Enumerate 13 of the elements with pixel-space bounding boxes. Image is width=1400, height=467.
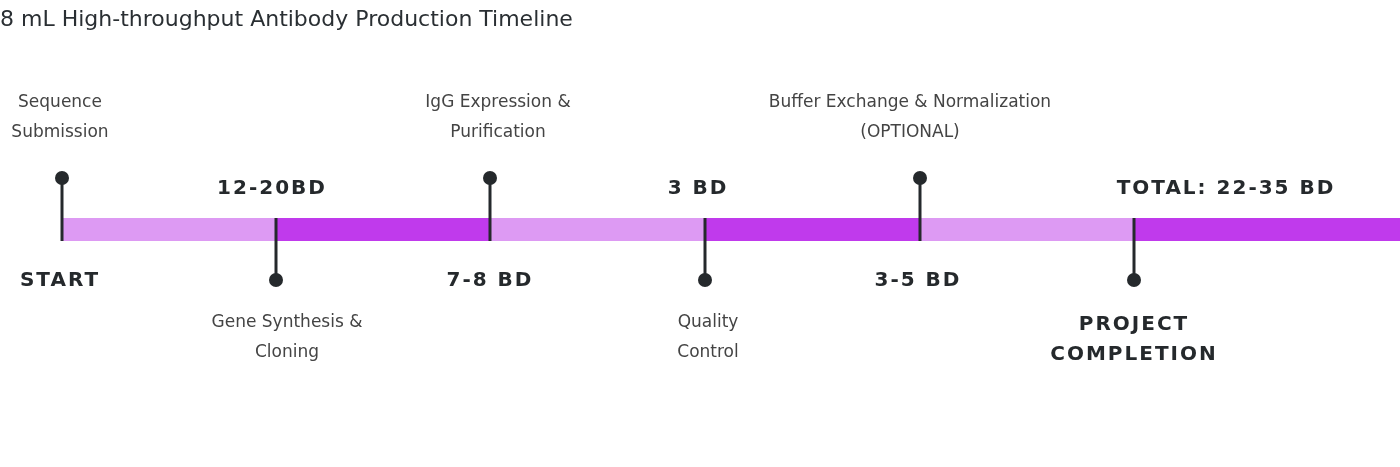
milestone-label: Sequence Submission xyxy=(10,90,110,143)
milestone-label: Gene Synthesis & Cloning xyxy=(210,310,364,363)
milestone-label: PROJECT COMPLETION xyxy=(1049,310,1219,367)
duration-label: TOTAL: 22-35 BD xyxy=(1116,174,1336,201)
title: 8 mL High-throughput Antibody Production Timeline xyxy=(0,6,573,31)
duration-label: 3 BD xyxy=(667,174,729,201)
milestone-label: IgG Expression & Purification xyxy=(424,90,572,143)
milestone-label: Buffer Exchange & Normalization (OPTIONAL) xyxy=(767,90,1053,143)
milestone-label: START xyxy=(19,266,101,293)
duration-label: 7-8 BD xyxy=(446,266,534,293)
duration-label: 3-5 BD xyxy=(874,266,962,293)
duration-label: 12-20BD xyxy=(217,174,327,201)
milestone-label: Quality Control xyxy=(676,310,740,363)
